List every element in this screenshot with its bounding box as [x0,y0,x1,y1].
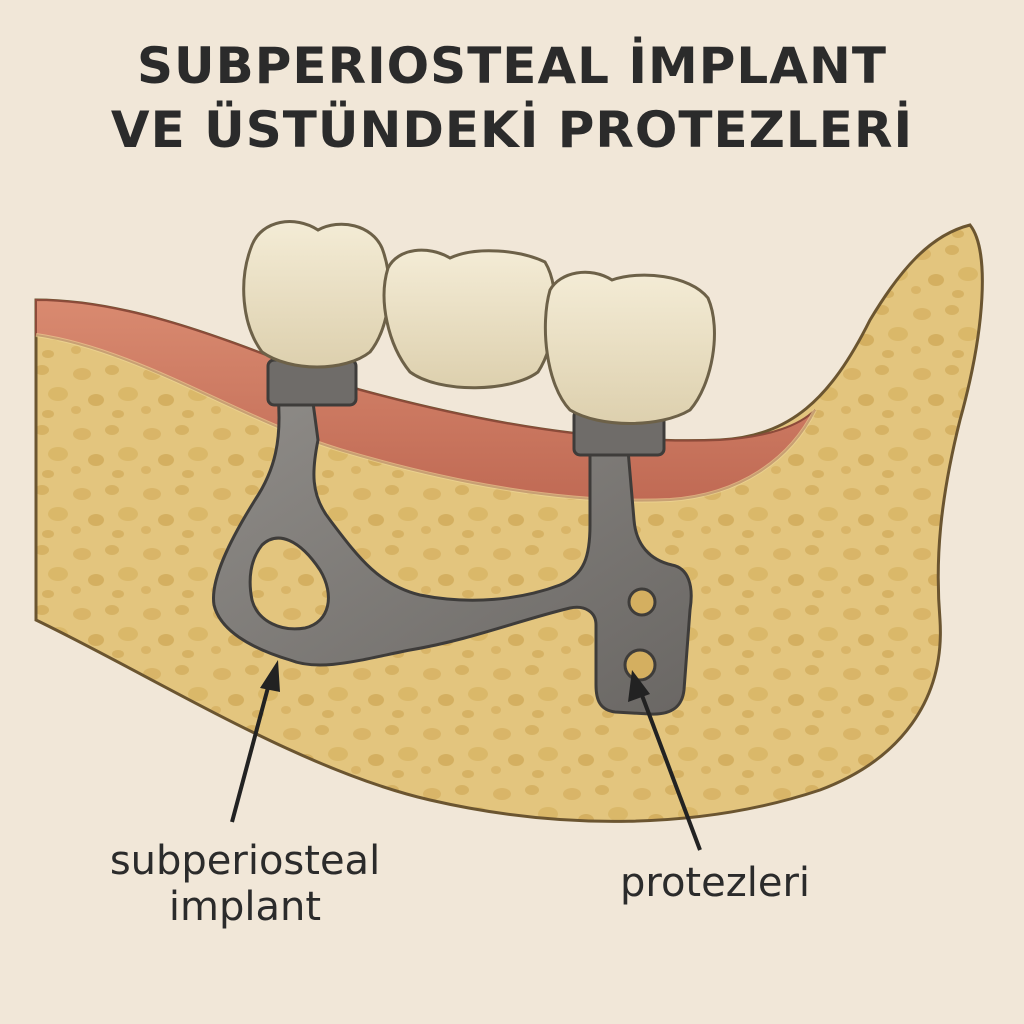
crown-left [242,220,391,369]
prosthetic-crowns [242,220,716,425]
prosthesis-label: protezleri [580,860,850,906]
implant-label-line-2: implant [168,884,322,930]
title-line-1: SUBPERIOSTEAL İMPLANT [137,37,887,95]
crown-right [543,270,716,425]
implant-label-line-1: subperiosteal [109,838,381,884]
prosthesis-arrow [628,670,702,851]
implant-label: subperiosteal implant [70,838,420,930]
implant-arrow [230,660,280,823]
title-line-2: VE ÜSTÜNDEKİ PROTEZLERİ [110,101,914,159]
diagram-title: SUBPERIOSTEAL İMPLANT VE ÜSTÜNDEKİ PROTE… [0,34,1024,162]
prosthesis-label-line-1: protezleri [620,860,810,906]
crown-middle [382,248,557,390]
